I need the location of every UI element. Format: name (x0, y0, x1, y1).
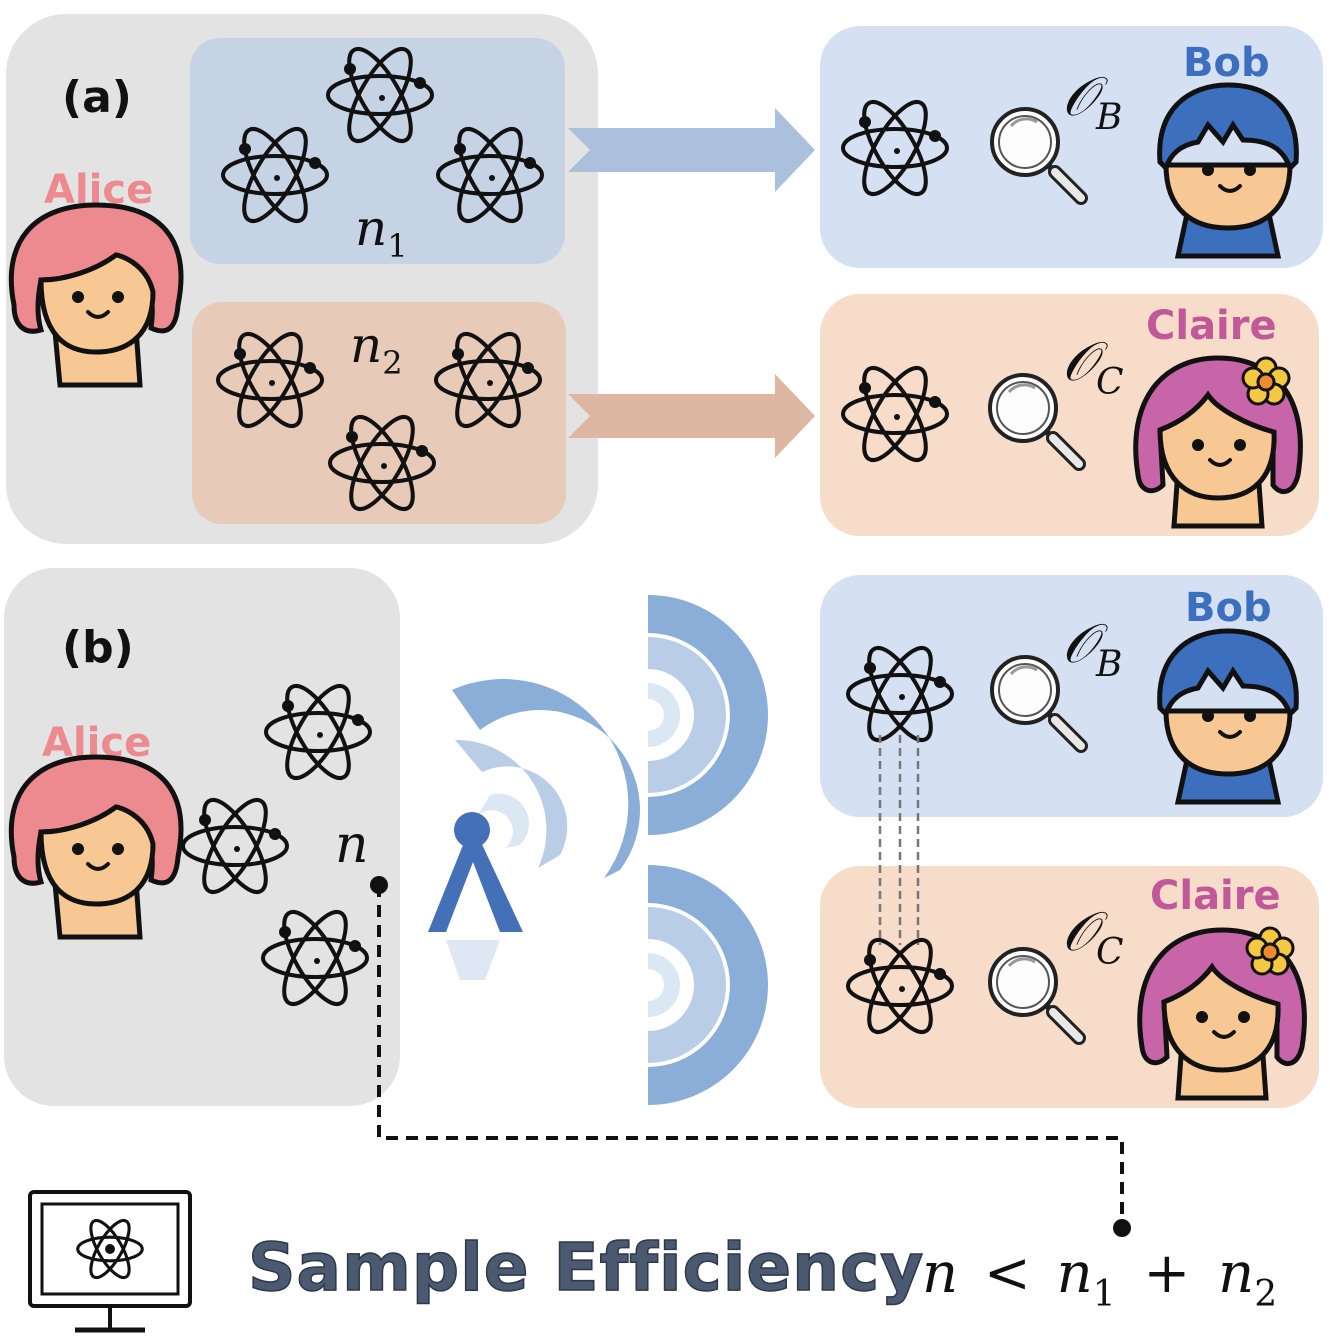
arrow-to-bob (568, 108, 815, 192)
wave-icon (648, 865, 768, 1105)
wave-icon (452, 679, 640, 878)
connector-line (370, 876, 1131, 1237)
n2-label: n2 (350, 316, 403, 382)
sample-efficiency-title: Sample Efficiency (248, 1229, 924, 1306)
claire-name-b: Claire (1150, 873, 1281, 919)
claire-avatar-a (1133, 355, 1303, 529)
antenna-icon (428, 812, 523, 980)
flower-icon (1241, 356, 1291, 406)
bob-name-a: Bob (1183, 40, 1270, 86)
alice-avatar-b (8, 754, 184, 940)
inequality: n < n1 + n2 (922, 1241, 1277, 1320)
panel-b-label: (b) (62, 622, 134, 673)
entanglement-links (878, 735, 920, 945)
n1-label: n1 (355, 199, 408, 265)
broadcast-waves (452, 595, 768, 1105)
computer-icon (28, 1190, 192, 1333)
flower-icon (1245, 926, 1295, 976)
arrow-to-claire (568, 374, 815, 458)
alice-n1-box (190, 38, 565, 264)
alice-n2-box (192, 302, 566, 524)
alice-avatar-a (8, 202, 184, 388)
bob-avatar-b (1157, 628, 1299, 805)
wave-icon (648, 595, 768, 835)
claire-name-a: Claire (1146, 303, 1277, 349)
bob-name-b: Bob (1185, 585, 1272, 631)
bob-avatar-a (1157, 82, 1299, 259)
panel-a-label: (a) (62, 72, 132, 123)
n-label: n (335, 815, 369, 875)
claire-avatar-b (1137, 926, 1307, 1101)
